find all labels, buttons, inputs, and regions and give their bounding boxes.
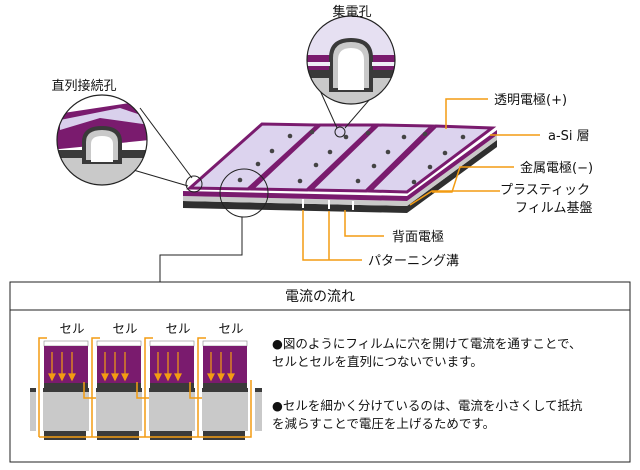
asi-layer-label: a-Si 層: [548, 129, 590, 144]
note-1: ●図のようにフィルムに穴を開けて電流を通すことで、 セルとセルを直列につないでい…: [272, 335, 632, 371]
series-hole-label: 直列接続孔: [51, 78, 116, 94]
cell-3: [149, 340, 195, 388]
cell-label-4: セル: [218, 321, 243, 336]
cell-2: [96, 340, 142, 388]
note-1-line-1: ●図のようにフィルムに穴を開けて電流を通すことで、: [272, 336, 582, 351]
cross-section: セル セル セル セル: [30, 321, 262, 440]
note-2-line-1: ●セルを細かく分けているのは、電流を小さくして抵抗: [272, 398, 583, 413]
solar-panel-3d: [183, 122, 497, 213]
note-2-line-2: を減らすことで電圧を上げるためです。: [272, 416, 496, 431]
cell-strip-3: [307, 123, 436, 193]
back-electrode-label: 背面電極: [392, 229, 444, 245]
patterning-groove-label: パターニング溝: [368, 254, 459, 269]
plastic-label-2: フィルム基盤: [515, 201, 592, 216]
cell-label-1: セル: [59, 321, 84, 336]
collector-hole-label: 集電孔: [332, 4, 371, 20]
current-flow-title: 電流の流れ: [285, 289, 355, 305]
collector-hole-zoom: [306, 15, 396, 129]
metal-electrode-label: 金属電極(−): [520, 160, 593, 176]
cell-strip-4: [366, 124, 497, 194]
cell-4: [202, 340, 248, 388]
note-1-line-2: セルとセルを直列につないでいます。: [272, 354, 483, 369]
series-hole-zoom: [56, 94, 193, 187]
cell-label-2: セル: [112, 321, 137, 336]
cell-1: [43, 340, 89, 388]
note-2: ●セルを細かく分けているのは、電流を小さくして抵抗 を減らすことで電圧を上げるた…: [272, 397, 632, 433]
transparent-electrode-label: 透明電極(+): [494, 92, 567, 108]
plastic-label-1: プラスティック: [500, 183, 590, 198]
cell-strip-2: [248, 123, 379, 192]
cell-label-3: セル: [165, 321, 190, 336]
